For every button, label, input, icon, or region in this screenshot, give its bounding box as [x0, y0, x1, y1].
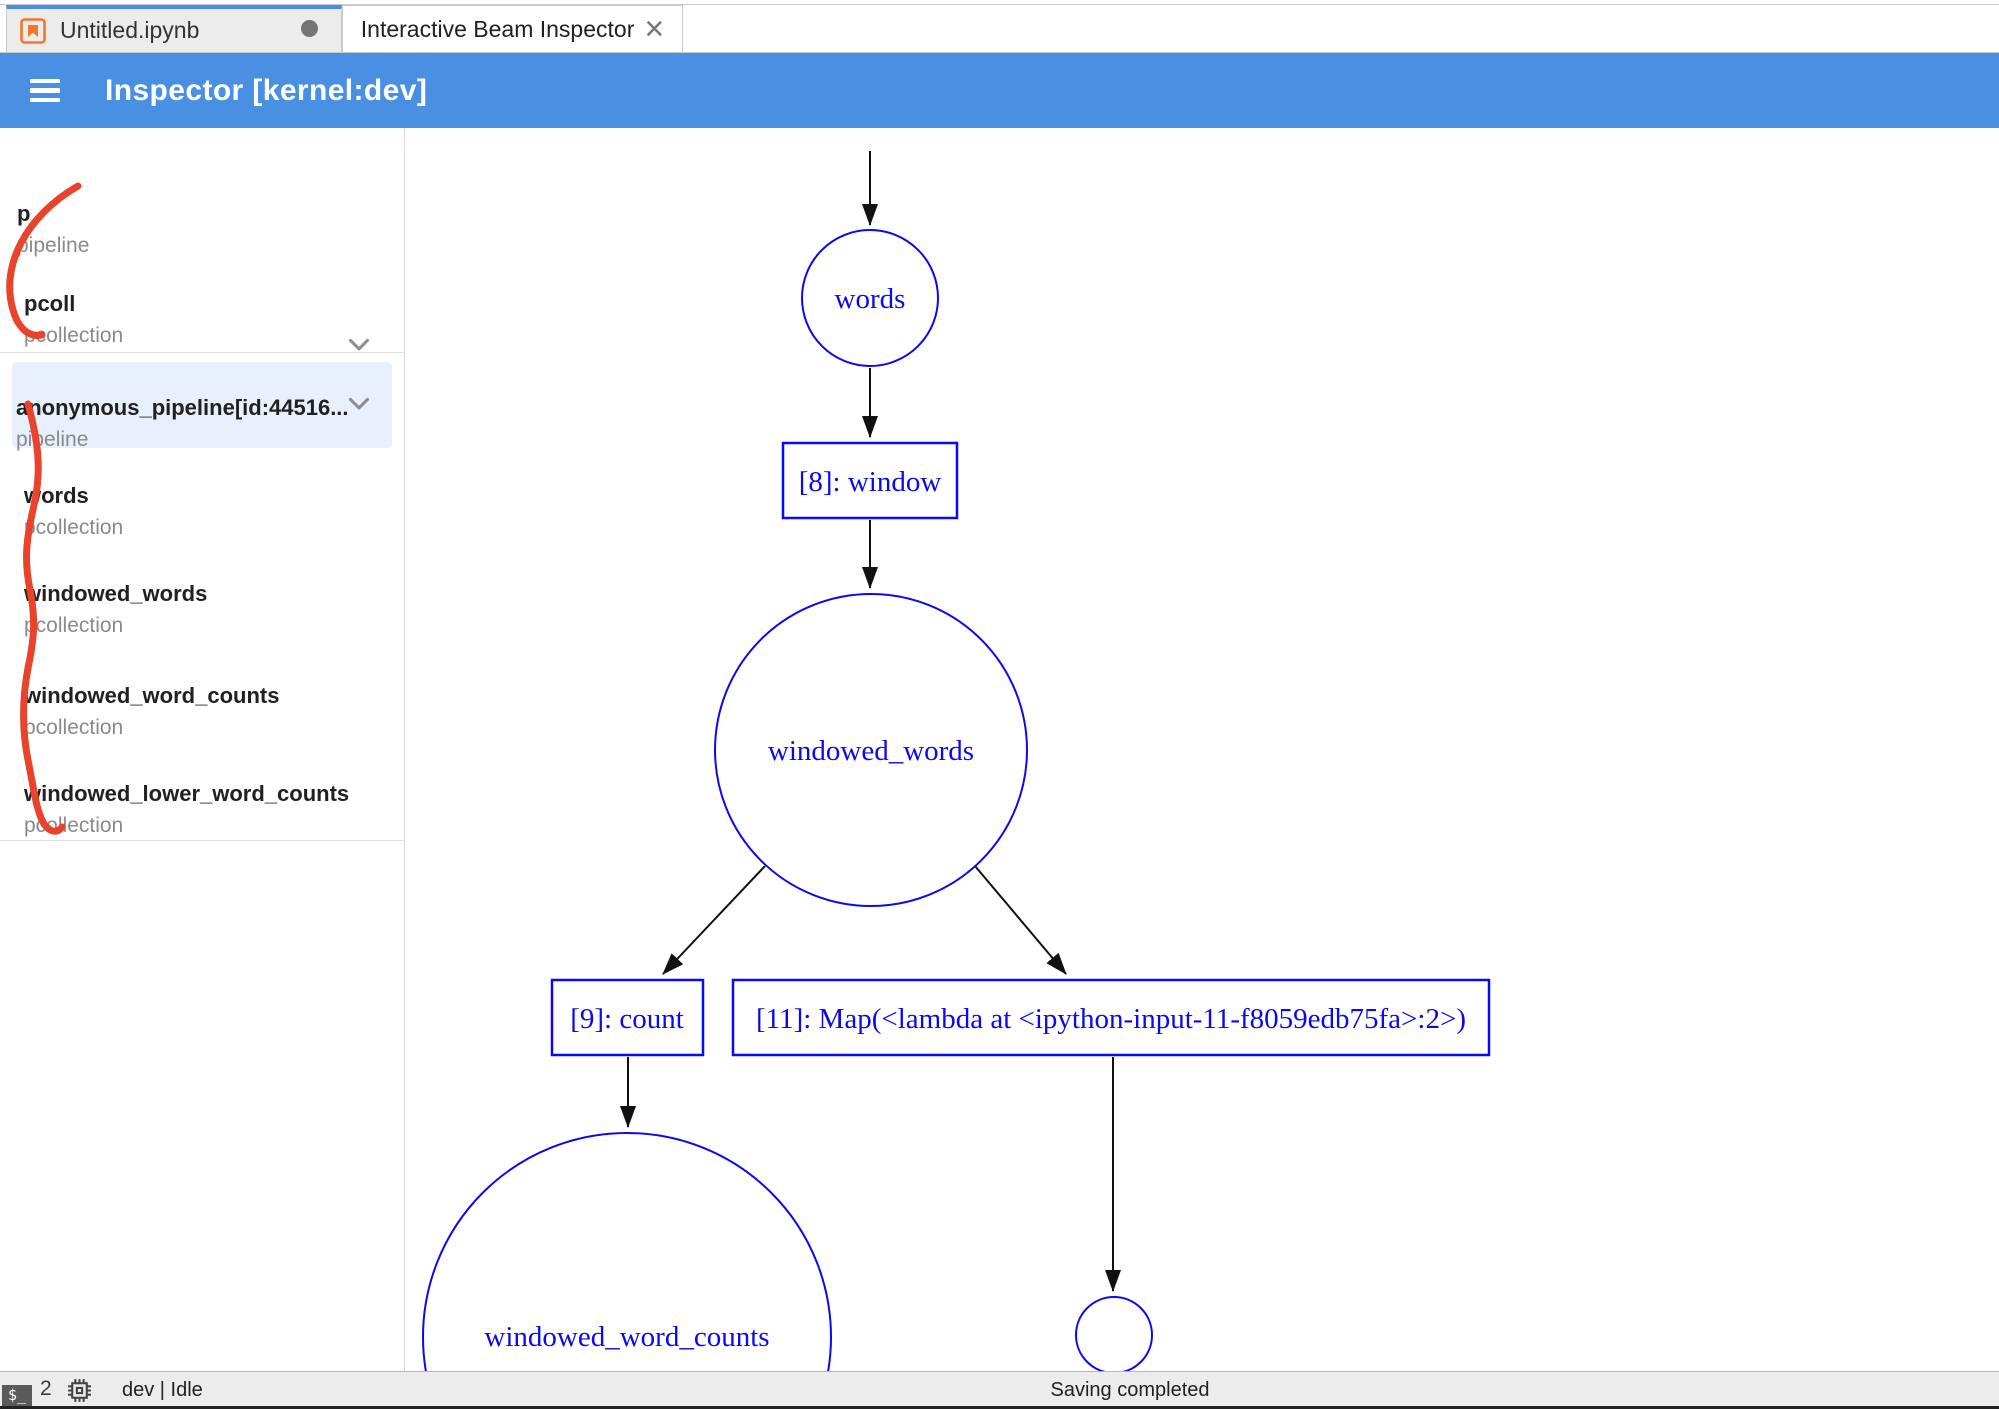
item-name: windowed_words — [24, 581, 208, 606]
notebook-icon — [20, 17, 46, 44]
window-bottom-edge — [0, 1406, 1999, 1409]
dock-tab-bar: Untitled.ipynb Interactive Beam Inspecto… — [0, 5, 1999, 53]
item-name: words — [24, 483, 89, 508]
menu-bar-line — [30, 78, 60, 84]
item-type: pcollection — [24, 614, 124, 637]
sidebar-item-anonymous-pipeline[interactable]: anonymous_pipeline[id:44516... pipeline — [16, 395, 349, 453]
page-title: Inspector [kernel:dev] — [105, 73, 428, 107]
graph-edges — [620, 151, 1121, 1292]
sidebar-item-pcoll[interactable]: pcoll pcollection — [24, 291, 123, 349]
item-type: pipeline — [17, 234, 90, 257]
tab-untitled-notebook[interactable]: Untitled.ipynb — [6, 5, 342, 52]
node-label: windowed_words — [768, 735, 974, 767]
node-label: [11]: Map(<lambda at <ipython-input-11-f… — [756, 1003, 1466, 1035]
sidebar-item-windowed-lower-word-counts[interactable]: windowed_lower_word_counts pcollection — [24, 781, 349, 839]
sidebar-item-windowed-word-counts[interactable]: windowed_word_counts pcollection — [24, 683, 279, 741]
node-words[interactable]: words — [801, 229, 939, 367]
item-name: windowed_lower_word_counts — [24, 781, 350, 806]
item-name: anonymous_pipeline[id:44516... — [16, 395, 349, 420]
item-type: pcollection — [24, 814, 124, 837]
inspector-app-bar: Inspector [kernel:dev] — [0, 53, 1999, 128]
item-name: pcoll — [24, 291, 76, 316]
sidebar-divider — [0, 840, 404, 841]
sidebar-item-windowed-words[interactable]: windowed_words pcollection — [24, 581, 207, 639]
sidebar-divider — [0, 352, 404, 353]
menu-bar-line — [30, 97, 60, 103]
item-type: pcollection — [24, 716, 124, 739]
edge-windowedwords-count — [662, 865, 766, 975]
kernel-status[interactable]: dev | Idle — [122, 1379, 203, 1401]
selected-item-highlight — [12, 362, 392, 448]
tab-beam-inspector[interactable]: Interactive Beam Inspector × — [342, 5, 683, 52]
close-icon[interactable]: × — [644, 10, 665, 48]
item-type: pcollection — [24, 516, 124, 539]
node-label: words — [835, 283, 906, 315]
status-message: Saving completed — [1050, 1379, 1210, 1401]
tab-label: Interactive Beam Inspector — [360, 15, 635, 42]
item-name: windowed_word_counts — [24, 683, 280, 708]
terminal-count[interactable]: 2 — [40, 1377, 52, 1400]
node-label: [9]: count — [570, 1003, 684, 1035]
node-windowed-word-counts[interactable]: windowed_word_counts — [422, 1132, 832, 1371]
unsaved-changes-dot — [301, 20, 318, 37]
node-count-transform[interactable]: [9]: count — [550, 978, 705, 1057]
node-label: windowed_word_counts — [484, 1321, 769, 1353]
tab-label: Untitled.ipynb — [60, 17, 200, 43]
sidebar-item-pipeline-p[interactable]: p pipeline — [17, 201, 89, 259]
node-map-transform[interactable]: [11]: Map(<lambda at <ipython-input-11-f… — [731, 978, 1491, 1057]
node-window-transform[interactable]: [8]: window — [781, 441, 959, 520]
item-type: pipeline — [16, 428, 89, 451]
status-bar — [0, 1371, 1999, 1406]
pipeline-sidebar: p pipeline pcoll pcollection anonymous_p… — [0, 128, 405, 1371]
terminal-icon[interactable]: $_ — [2, 1385, 32, 1406]
node-unnamed-pcollection[interactable] — [1075, 1296, 1153, 1371]
node-label: [8]: window — [799, 466, 942, 498]
window-top-divider — [0, 4, 1999, 5]
chevron-down-icon[interactable] — [342, 327, 376, 361]
menu-bar-line — [30, 88, 60, 93]
sidebar-item-words[interactable]: words pcollection — [24, 483, 123, 541]
item-type: pcollection — [24, 324, 124, 347]
item-name: p — [17, 201, 31, 226]
chevron-down-icon[interactable] — [342, 386, 376, 420]
pipeline-graph: words [8]: window windowed_words [9]: co… — [422, 151, 1491, 1371]
node-windowed-words[interactable]: windowed_words — [714, 593, 1028, 907]
kernel-chip-icon[interactable] — [66, 1377, 93, 1404]
edge-windowedwords-map — [974, 865, 1067, 975]
menu-icon[interactable] — [30, 78, 60, 103]
